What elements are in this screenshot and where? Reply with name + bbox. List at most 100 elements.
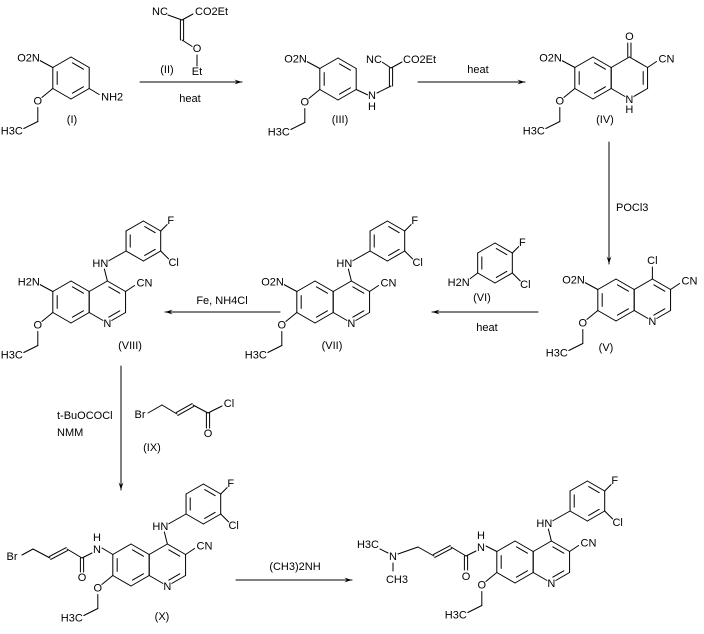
chloro-label: Cl [612, 517, 622, 529]
nitrile-label: NC [366, 54, 382, 66]
methyl-label: H3C [357, 539, 379, 551]
aryl-ring-bond [569, 480, 588, 492]
ring-bond [494, 272, 513, 284]
quinoline-ring-bond [574, 88, 594, 100]
aryl-ring-bond [569, 510, 588, 522]
substituent-label: O2N [562, 275, 585, 287]
ring-inner-bond [204, 511, 216, 519]
bond [181, 39, 194, 48]
aryl-ring-bond [386, 250, 406, 262]
substituent-label: O2N [261, 277, 284, 289]
quinoline-ring-bond [628, 56, 649, 68]
bond [160, 250, 170, 260]
compound-id-label: (VI) [473, 292, 491, 304]
aryl-ring-bond [125, 250, 144, 262]
methyl-label: H3C [523, 126, 545, 138]
ring-bond [52, 88, 72, 100]
ring-bond [52, 56, 72, 68]
quinoline-ring-bond [651, 310, 672, 322]
ring-inner-bond [653, 308, 666, 316]
ester-label: CO2Et [195, 6, 228, 18]
nh-hydrogen-label: H [625, 104, 633, 116]
quinoline-ring-bond [112, 543, 132, 555]
ring-inner-bond [71, 62, 84, 70]
methyl-label: H3C [61, 613, 83, 625]
amide-hydrogen-label: H [477, 530, 485, 542]
bond [125, 285, 136, 292]
reagent-label: NMM [57, 427, 83, 439]
quinoline-ring-bond [350, 312, 371, 324]
substituent-label: H2N [18, 277, 40, 289]
bond [192, 404, 209, 414]
reaction-condition-label: POCl3 [616, 202, 648, 214]
bond [23, 121, 39, 129]
compound-id-label: (IX) [143, 442, 161, 454]
arrowhead-icon [118, 482, 124, 490]
bond [163, 531, 168, 545]
quinoline-ring-bond [514, 572, 534, 584]
amine-label: NH2 [101, 92, 123, 104]
ring-bond [477, 272, 496, 284]
nitrile-label: CN [581, 538, 597, 550]
ether-oxygen-label: O [556, 96, 565, 108]
quinoline-ring-bond [52, 280, 72, 292]
compound-id-label: (I) [67, 114, 77, 126]
arrowhead-icon [165, 309, 173, 315]
quinoline-ring-bond [550, 572, 571, 584]
quinoline-ring-bond [651, 278, 672, 290]
c-o-bond [485, 572, 498, 582]
c-o-bond [41, 88, 54, 98]
bond [547, 528, 552, 542]
c-o-bond [101, 575, 114, 585]
quinoline-ring-bond [52, 312, 72, 324]
quinoline-ring-bond [88, 280, 108, 292]
arrowhead-icon [344, 577, 352, 583]
quinoline-ring-bond [597, 310, 617, 322]
bond [147, 404, 163, 414]
bond [511, 272, 521, 282]
carbonyl-oxygen-label: O [78, 572, 87, 584]
bond [81, 552, 93, 559]
ring-inner-bond [588, 508, 600, 516]
ring-inner-bond [515, 570, 528, 578]
ether-oxygen-label: O [193, 43, 202, 55]
ring-bond [477, 242, 496, 254]
nitrile-label: CN [381, 278, 397, 290]
bond [404, 223, 413, 232]
alkene-bond [175, 403, 193, 414]
bond [283, 284, 298, 292]
amine-label: H2N [448, 277, 470, 289]
amide-hydrogen-label: H [93, 532, 101, 544]
ring-inner-bond [131, 549, 144, 557]
c-o-bond [563, 88, 576, 98]
bond [267, 345, 283, 353]
bond [511, 245, 520, 254]
quinoline-ring-bond [532, 572, 552, 584]
quinoline-ring-bond [628, 88, 649, 100]
quinoline-ring-bond [130, 543, 150, 555]
c-o-bond [41, 312, 54, 322]
alkene-bond [50, 549, 69, 560]
methyl-label: H3C [546, 348, 568, 360]
nitrile-label: CN [682, 276, 698, 288]
anilino-nh-label: HN [536, 518, 552, 530]
ring-inner-bond [352, 310, 365, 318]
bond [185, 548, 196, 555]
bond [604, 483, 613, 492]
quinoline-ring-bond [314, 312, 334, 324]
fluoro-label: F [227, 478, 234, 490]
carbonyl-oxygen-label: O [204, 428, 213, 440]
aryl-ring-bond [185, 513, 204, 525]
ether-oxygen-label: O [34, 320, 43, 332]
quinoline-ring-bond [112, 575, 132, 587]
reaction-condition-label: heat [179, 93, 200, 105]
chloro-label: Cl [228, 520, 238, 532]
ring-inner-bond [315, 310, 328, 318]
quinoline-ring-bond [106, 280, 127, 292]
bond [351, 250, 371, 262]
bond [379, 548, 389, 554]
bond [604, 510, 614, 520]
quinoline-ring-bond [615, 310, 635, 322]
reaction-condition-label: Fe, NH4Cl [196, 295, 247, 307]
